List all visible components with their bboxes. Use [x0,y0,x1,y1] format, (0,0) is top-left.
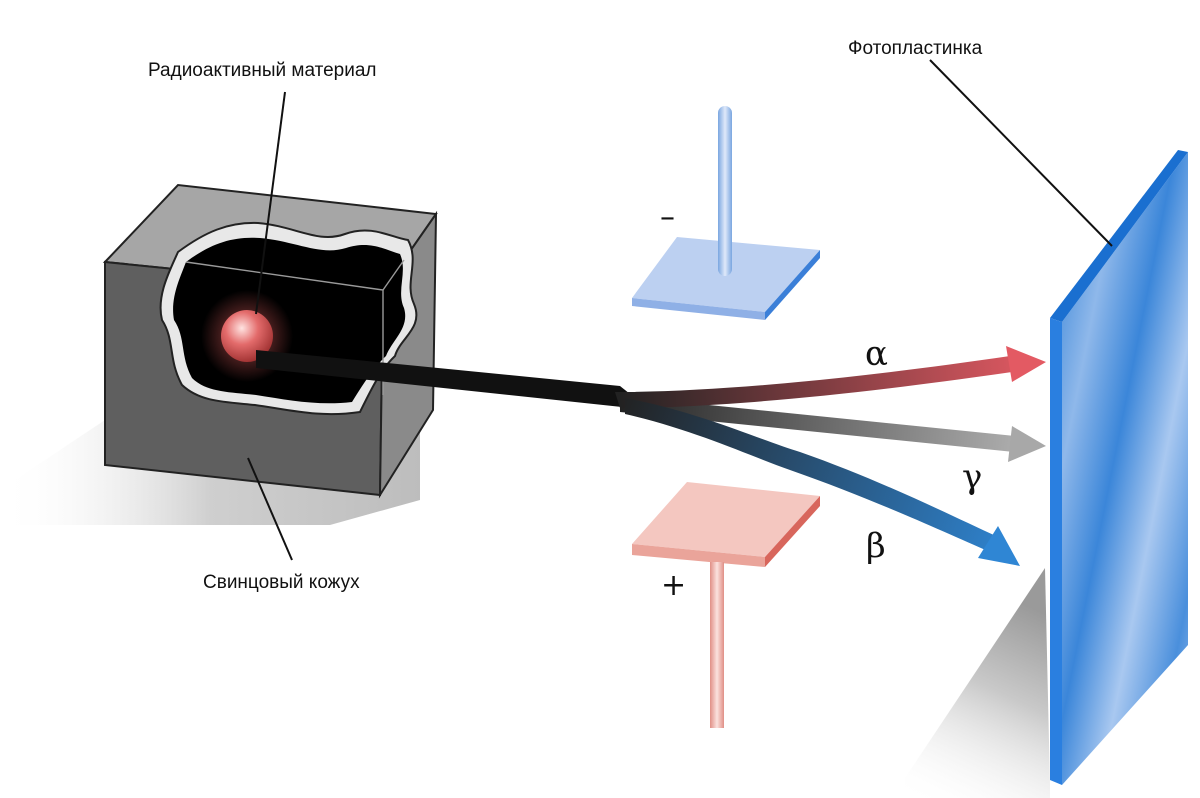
beta-arrowhead [978,526,1020,566]
lead-shield [102,183,438,499]
positive-rod [710,562,724,728]
film-shadow [905,568,1050,798]
positive-plate-front [632,544,765,567]
shield-label: Свинцовый кожух [203,572,360,593]
gamma-arrowhead [1008,426,1046,462]
positive-sign: + [661,568,686,603]
gamma-beam [620,396,1015,452]
radiation-beams [256,346,1046,566]
film-edge-front [1050,318,1062,785]
alpha-arrowhead [1006,346,1046,382]
radioactive-sphere [221,310,273,362]
negative-plate-front [632,298,765,320]
negative-electrode: – [632,106,820,320]
box-inner-edge-2 [382,259,405,291]
gamma-label: γ [962,457,982,497]
beta-beam [625,398,996,552]
positive-electrode: + [632,482,820,728]
negative-plate-side [765,250,820,320]
positive-plate-side [765,496,820,567]
film-face [1062,152,1188,785]
incident-beam [256,350,650,410]
negative-rod [718,106,732,276]
plate-leader-line [929,59,1113,247]
material-label: Радиоактивный материал [148,60,377,81]
alpha-beam [615,356,1012,408]
beta-label: β [866,526,886,566]
alpha-label: α [865,334,888,374]
film-edge-top [1050,150,1188,322]
photographic-plate [1050,150,1188,785]
negative-sign: – [660,200,675,235]
shield-leader-line [247,457,293,561]
plate-label: Фотопластинка [848,38,983,59]
material-leader-line [255,91,286,315]
positive-plate-top [632,482,820,557]
